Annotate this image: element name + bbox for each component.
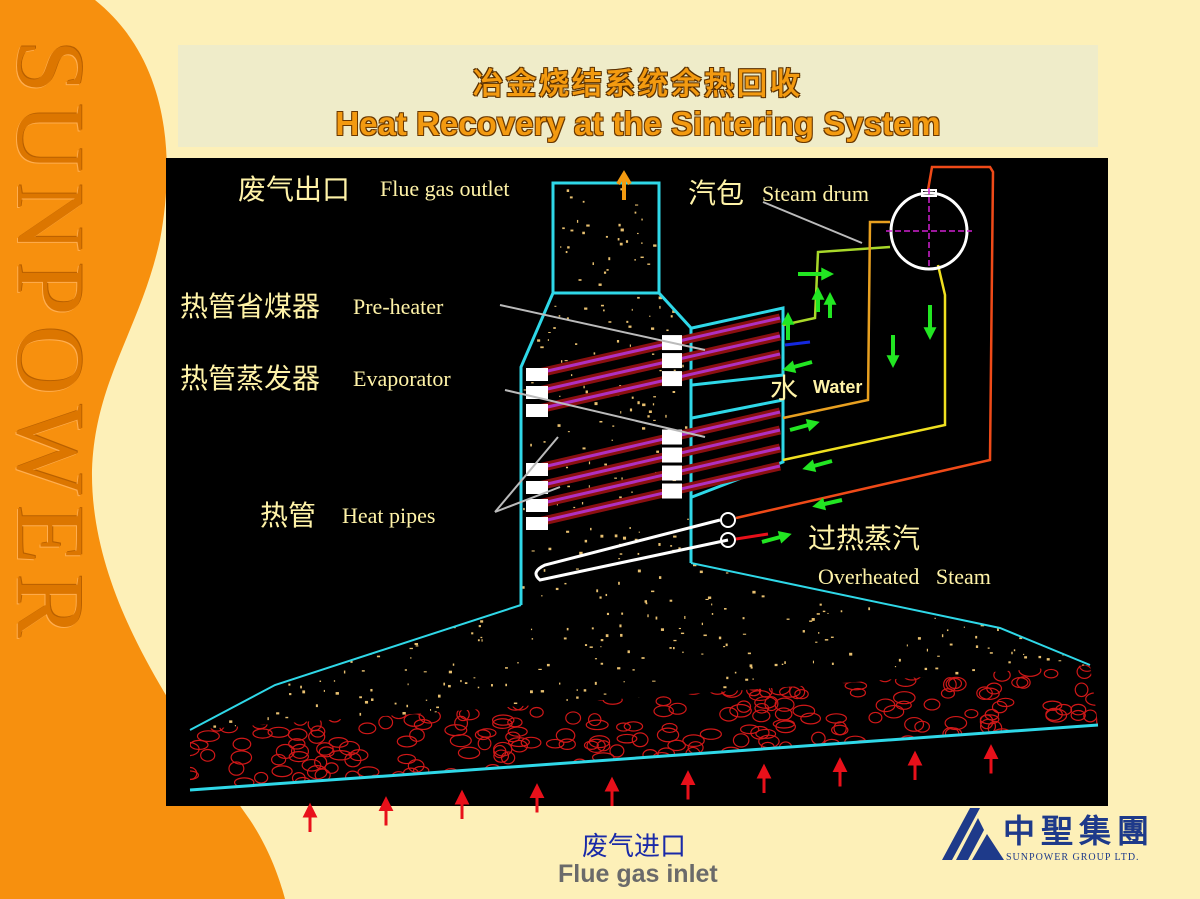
heat-pipes bbox=[526, 313, 782, 530]
steam-pipe-red bbox=[735, 165, 995, 520]
water-inlet-pipe bbox=[784, 340, 811, 347]
title-english: Heat Recovery at the Sintering System bbox=[335, 105, 941, 142]
label-preheater-en: Pre-heater bbox=[353, 294, 444, 319]
inlet-arrow-icon bbox=[907, 750, 923, 780]
label-flue-outlet-cn: 废气出口 bbox=[238, 173, 351, 206]
label-preheater-cn: 热管省煤器 bbox=[180, 290, 321, 323]
label-water-en: Water bbox=[813, 377, 863, 397]
diagram-panel bbox=[166, 158, 1108, 806]
coil-inlet bbox=[720, 532, 736, 548]
label-steam-drum-en: Steam drum bbox=[762, 181, 869, 206]
title-chinese: 冶金烧结系统余热回收 bbox=[473, 67, 803, 102]
label-steam-drum-cn: 汽包 bbox=[688, 177, 745, 210]
inlet-arrow-icon bbox=[302, 802, 318, 832]
sunpower-watermark: SUNPOWER bbox=[0, 40, 104, 649]
bed-bottom-line bbox=[189, 723, 1099, 792]
footer-inlet-cn: 废气进口 bbox=[582, 832, 687, 862]
flow-arrows bbox=[761, 267, 937, 544]
inlet-arrow-icon bbox=[529, 783, 545, 813]
inlet-arrow-icon bbox=[756, 763, 772, 793]
footer-inlet-en: Flue gas inlet bbox=[558, 860, 718, 888]
downcomer-pipe-orange bbox=[782, 220, 890, 420]
coil-outlet bbox=[720, 512, 736, 528]
logo-text-cn: 中聖集團 bbox=[1003, 812, 1156, 850]
pointer-lines bbox=[494, 201, 863, 513]
label-flue-outlet-en: Flue gas outlet bbox=[380, 176, 510, 201]
superheater-coil bbox=[534, 518, 729, 582]
riser-pipe bbox=[782, 245, 891, 327]
inlet-arrow-icon bbox=[832, 757, 848, 787]
steam-out-stub bbox=[735, 532, 769, 541]
sunpower-logo-icon bbox=[942, 808, 1004, 860]
label-overheated-cn: 过热蒸汽 bbox=[808, 522, 921, 555]
steam-drum-icon bbox=[886, 188, 972, 271]
downcomer-pipe-yellow bbox=[782, 264, 947, 462]
hood-outline bbox=[189, 562, 1091, 731]
chimney-outline bbox=[519, 181, 693, 605]
preheater-box bbox=[691, 306, 785, 387]
label-evaporator-en: Evaporator bbox=[353, 366, 451, 391]
label-heat-pipes-en: Heat pipes bbox=[342, 503, 436, 528]
logo-text-en: SUNPOWER GROUP LTD. bbox=[1006, 852, 1140, 863]
label-heat-pipes-cn: 热管 bbox=[260, 499, 317, 532]
label-evaporator-cn: 热管蒸发器 bbox=[180, 362, 321, 395]
title-box: 冶金烧结系统余热回收 Heat Recovery at the Sinterin… bbox=[178, 45, 1098, 147]
inlet-arrow-icon bbox=[604, 776, 620, 806]
inlet-arrow-icon bbox=[680, 770, 696, 800]
orange-wave-shape bbox=[0, 0, 285, 899]
outlet-arrow-icon bbox=[616, 170, 632, 200]
inlet-arrow-icon bbox=[983, 744, 999, 774]
label-water-cn: 水 bbox=[770, 372, 799, 405]
inlet-arrow-icon bbox=[378, 796, 394, 826]
label-overheated-en: Overheated Steam bbox=[818, 564, 991, 589]
inlet-arrow-icon bbox=[454, 789, 470, 819]
